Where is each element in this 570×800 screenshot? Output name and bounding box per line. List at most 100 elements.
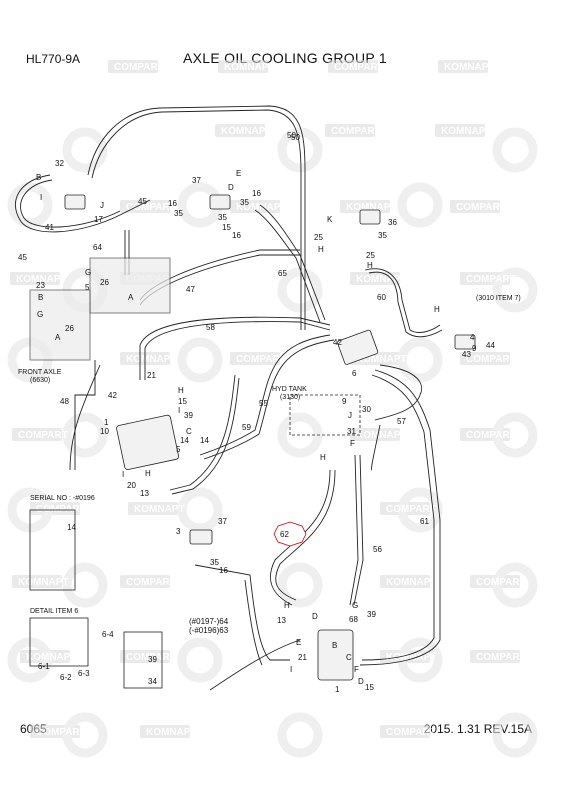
svg-text:B: B bbox=[38, 293, 43, 302]
svg-text:61: 61 bbox=[420, 517, 429, 526]
svg-text:G: G bbox=[352, 601, 358, 610]
svg-text:59: 59 bbox=[242, 423, 251, 432]
svg-text:KOMNAPT: KOMNAPT bbox=[126, 354, 177, 365]
svg-text:F: F bbox=[350, 439, 355, 448]
svg-text:16: 16 bbox=[232, 231, 241, 240]
svg-text:I: I bbox=[122, 470, 124, 479]
svg-text:I: I bbox=[40, 193, 42, 202]
svg-text:31: 31 bbox=[347, 427, 356, 436]
svg-text:17: 17 bbox=[94, 215, 103, 224]
svg-text:58: 58 bbox=[206, 323, 215, 332]
bracket-upper-right bbox=[359, 209, 381, 225]
svg-text:H: H bbox=[434, 305, 440, 314]
svg-text:K: K bbox=[327, 215, 333, 224]
svg-text:16: 16 bbox=[168, 199, 177, 208]
svg-text:B: B bbox=[36, 173, 41, 182]
svg-text:COMPART: COMPART bbox=[331, 126, 381, 137]
svg-text:HYD TANK: HYD TANK bbox=[272, 386, 307, 393]
svg-text:COMPART: COMPART bbox=[386, 727, 436, 738]
svg-text:5: 5 bbox=[85, 283, 90, 292]
svg-text:COMPART: COMPART bbox=[18, 430, 68, 441]
svg-text:COMPART: COMPART bbox=[466, 354, 516, 365]
svg-text:47: 47 bbox=[186, 285, 195, 294]
svg-text:A: A bbox=[55, 333, 61, 342]
callout-labels: 50 32 B I J 17 41 45 45 64 37 16 35 35 3… bbox=[18, 131, 495, 694]
svg-text:H: H bbox=[284, 601, 290, 610]
svg-text:23: 23 bbox=[36, 281, 45, 290]
svg-text:35: 35 bbox=[240, 198, 249, 207]
svg-text:20: 20 bbox=[127, 481, 136, 490]
svg-text:10: 10 bbox=[100, 427, 109, 436]
svg-text:36: 36 bbox=[388, 218, 397, 227]
manifold-block bbox=[337, 329, 379, 365]
svg-text:6-1: 6-1 bbox=[38, 662, 50, 671]
svg-text:COMPART: COMPART bbox=[334, 62, 384, 73]
components bbox=[29, 194, 476, 689]
svg-text:COMPART: COMPART bbox=[126, 577, 176, 588]
svg-text:COMPART: COMPART bbox=[466, 430, 516, 441]
svg-text:48: 48 bbox=[60, 397, 69, 406]
svg-text:C: C bbox=[346, 653, 352, 662]
svg-text:E: E bbox=[296, 638, 301, 647]
svg-text:COMPART: COMPART bbox=[126, 652, 176, 663]
svg-text:42: 42 bbox=[108, 391, 117, 400]
svg-text:50: 50 bbox=[291, 133, 300, 142]
svg-text:6-3: 6-3 bbox=[78, 669, 90, 678]
diagram-notes: FRONT AXLE (6630) HYD TANK (3130) (3010 … bbox=[18, 295, 521, 615]
svg-text:KOMNAPT: KOMNAPT bbox=[356, 274, 407, 285]
svg-text:F: F bbox=[354, 665, 359, 674]
svg-text:9: 9 bbox=[472, 344, 477, 353]
svg-text:42: 42 bbox=[333, 338, 342, 347]
svg-text:60: 60 bbox=[377, 293, 386, 302]
svg-text:G: G bbox=[85, 268, 91, 277]
svg-text:9: 9 bbox=[342, 397, 347, 406]
svg-text:COMPART: COMPART bbox=[114, 62, 164, 73]
svg-text:KOMNAPT: KOMNAPT bbox=[444, 62, 495, 73]
svg-text:KOMNAPT: KOMNAPT bbox=[18, 577, 69, 588]
svg-text:14: 14 bbox=[180, 436, 189, 445]
detail-box bbox=[29, 617, 89, 667]
tee-fitting-mid bbox=[209, 194, 231, 210]
svg-text:25: 25 bbox=[314, 233, 323, 242]
svg-text:37: 37 bbox=[192, 176, 201, 185]
svg-text:62: 62 bbox=[280, 530, 289, 539]
serial-box bbox=[29, 509, 76, 591]
svg-text:KOMNAPT: KOMNAPT bbox=[386, 577, 437, 588]
svg-text:COMPART: COMPART bbox=[476, 577, 526, 588]
svg-text:SERIAL NO : -#0196: SERIAL NO : -#0196 bbox=[30, 495, 95, 502]
svg-text:6-4: 6-4 bbox=[102, 630, 114, 639]
svg-text:56: 56 bbox=[373, 545, 382, 554]
detail-box-small bbox=[123, 631, 163, 689]
svg-text:16: 16 bbox=[219, 566, 228, 575]
svg-text:39: 39 bbox=[148, 655, 157, 664]
svg-text:KOMNAPT: KOMNAPT bbox=[134, 504, 185, 515]
svg-text:39: 39 bbox=[184, 411, 193, 420]
svg-text:21: 21 bbox=[147, 371, 156, 380]
tee-fitting-top bbox=[64, 194, 86, 210]
callout-62-octagon bbox=[273, 521, 307, 547]
svg-text:(6630): (6630) bbox=[30, 377, 50, 384]
svg-text:30: 30 bbox=[362, 405, 371, 414]
svg-text:H: H bbox=[320, 453, 326, 462]
svg-text:43: 43 bbox=[462, 350, 471, 359]
svg-text:COMPART: COMPART bbox=[466, 274, 516, 285]
hyd-tank-outline bbox=[289, 394, 361, 436]
svg-text:13: 13 bbox=[140, 489, 149, 498]
svg-text:1: 1 bbox=[335, 685, 340, 694]
valve-block bbox=[116, 414, 180, 470]
svg-text:65: 65 bbox=[278, 269, 287, 278]
svg-text:15: 15 bbox=[222, 223, 231, 232]
model-code: HL770-9A bbox=[26, 52, 81, 66]
svg-text:FRONT AXLE: FRONT AXLE bbox=[18, 369, 62, 376]
svg-text:A: A bbox=[128, 293, 134, 302]
svg-text:6-2: 6-2 bbox=[60, 673, 72, 682]
svg-text:6: 6 bbox=[352, 369, 357, 378]
svg-text:KOMNAPT: KOMNAPT bbox=[236, 202, 287, 213]
svg-text:25: 25 bbox=[366, 251, 375, 260]
svg-text:34: 34 bbox=[148, 677, 157, 686]
svg-text:KOMNAPT: KOMNAPT bbox=[356, 430, 407, 441]
svg-text:13: 13 bbox=[277, 616, 286, 625]
clamp-3 bbox=[189, 529, 213, 545]
svg-text:COMPART: COMPART bbox=[236, 354, 286, 365]
svg-text:55: 55 bbox=[259, 399, 268, 408]
